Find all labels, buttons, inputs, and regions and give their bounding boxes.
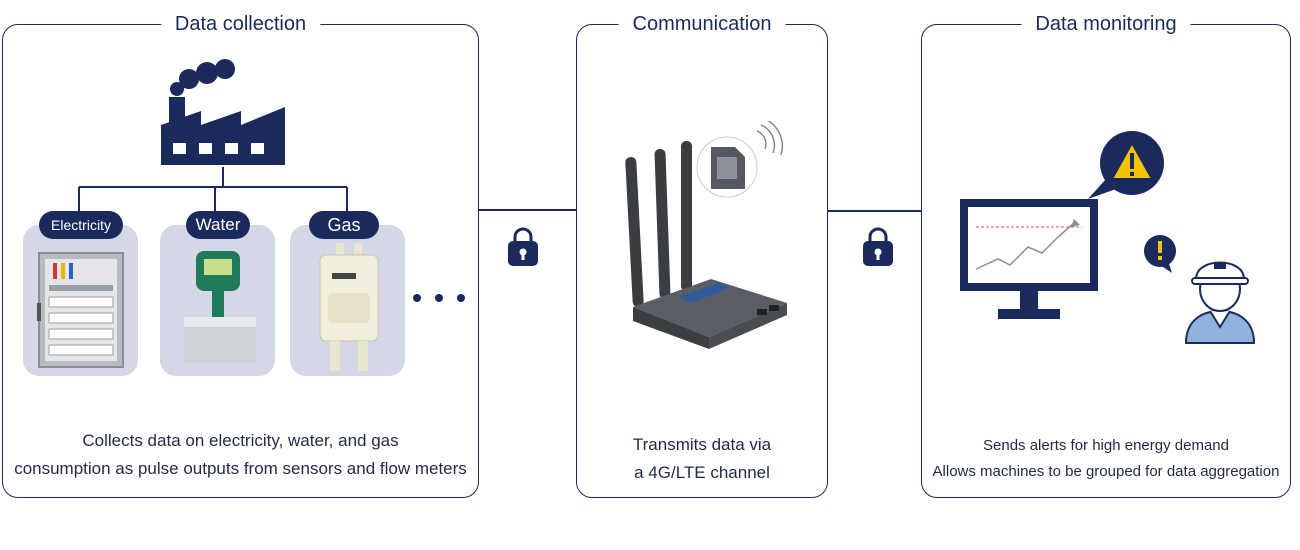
water-badge: Water: [186, 211, 250, 239]
electricity-tile: [23, 225, 138, 376]
communication-panel: Communication Transmits data via a 4G/LT…: [576, 11, 828, 498]
branch-connector: [78, 167, 348, 213]
communication-title: Communication: [618, 11, 786, 37]
data-monitoring-panel: Data monitoring Sends alerts for high en…: [921, 11, 1291, 498]
alert-bubble-icon: [1144, 235, 1176, 273]
data-collection-panel: Data collection: [2, 11, 479, 498]
data-collection-caption-line1: Collects data on electricity, water, and…: [82, 431, 399, 450]
gas-tile: [290, 225, 405, 376]
water-tile: [160, 225, 275, 376]
flow-meter-icon: [184, 251, 256, 363]
link-communication-monitoring: [828, 210, 921, 212]
gas-meter-icon: [319, 243, 379, 371]
electricity-badge: Electricity: [39, 211, 123, 239]
warning-icon: [1088, 131, 1164, 199]
gas-badge: Gas: [309, 211, 379, 239]
worker-helmet-icon: [1184, 261, 1256, 344]
electrical-panel-icon: [37, 252, 124, 368]
factory-icon: [161, 59, 285, 165]
router-icon: [625, 141, 787, 349]
data-collection-title: Data collection: [160, 11, 321, 37]
lock-icon: [863, 227, 893, 266]
data-monitoring-caption-line1: Sends alerts for high energy demand: [983, 437, 1229, 454]
communication-caption-line1: Transmits data via: [632, 435, 772, 454]
more-items-icon: [413, 294, 465, 302]
sim-card-icon: [696, 121, 784, 198]
data-monitoring-caption-line2: Allows machines to be grouped for data a…: [932, 463, 1280, 480]
monitor-chart-icon: [960, 199, 1098, 319]
communication-caption-line2: a 4G/LTE channel: [634, 463, 770, 482]
data-collection-caption-line2: consumption as pulse outputs from sensor…: [14, 459, 467, 478]
link-collection-communication: [479, 209, 576, 211]
data-monitoring-title: Data monitoring: [1021, 11, 1191, 37]
lock-icon: [508, 227, 538, 266]
